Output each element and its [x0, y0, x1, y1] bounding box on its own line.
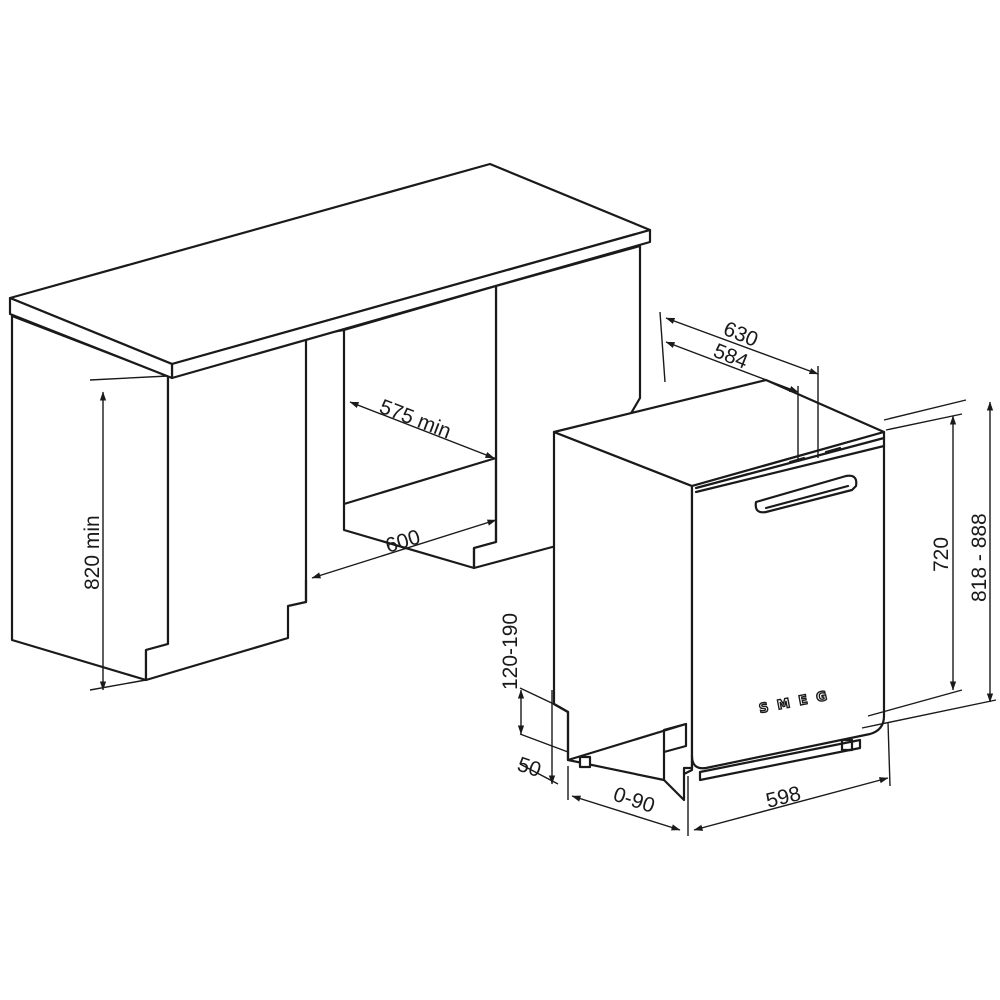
dishwasher-side	[552, 430, 694, 802]
foot-left	[578, 755, 592, 769]
label-cabinet-height: 820 min	[81, 515, 104, 590]
label-height-range: 818 - 888	[968, 513, 991, 602]
label-door-offset: 0-90	[610, 783, 657, 818]
kitchen-cabinet	[8, 162, 652, 682]
worktop-side-edge	[8, 296, 174, 380]
label-appliance-height: 720	[930, 537, 953, 572]
dimension-lines	[89, 311, 997, 836]
label-plinth-offset: 50	[514, 753, 543, 782]
left-cabinet-front	[144, 334, 308, 682]
label-appliance-width: 598	[764, 782, 804, 813]
label-niche-width: 600	[383, 526, 423, 558]
left-cabinet-side	[10, 314, 170, 682]
label-plinth-height: 120-190	[499, 613, 522, 690]
dishwasher: SMEG	[552, 378, 886, 802]
